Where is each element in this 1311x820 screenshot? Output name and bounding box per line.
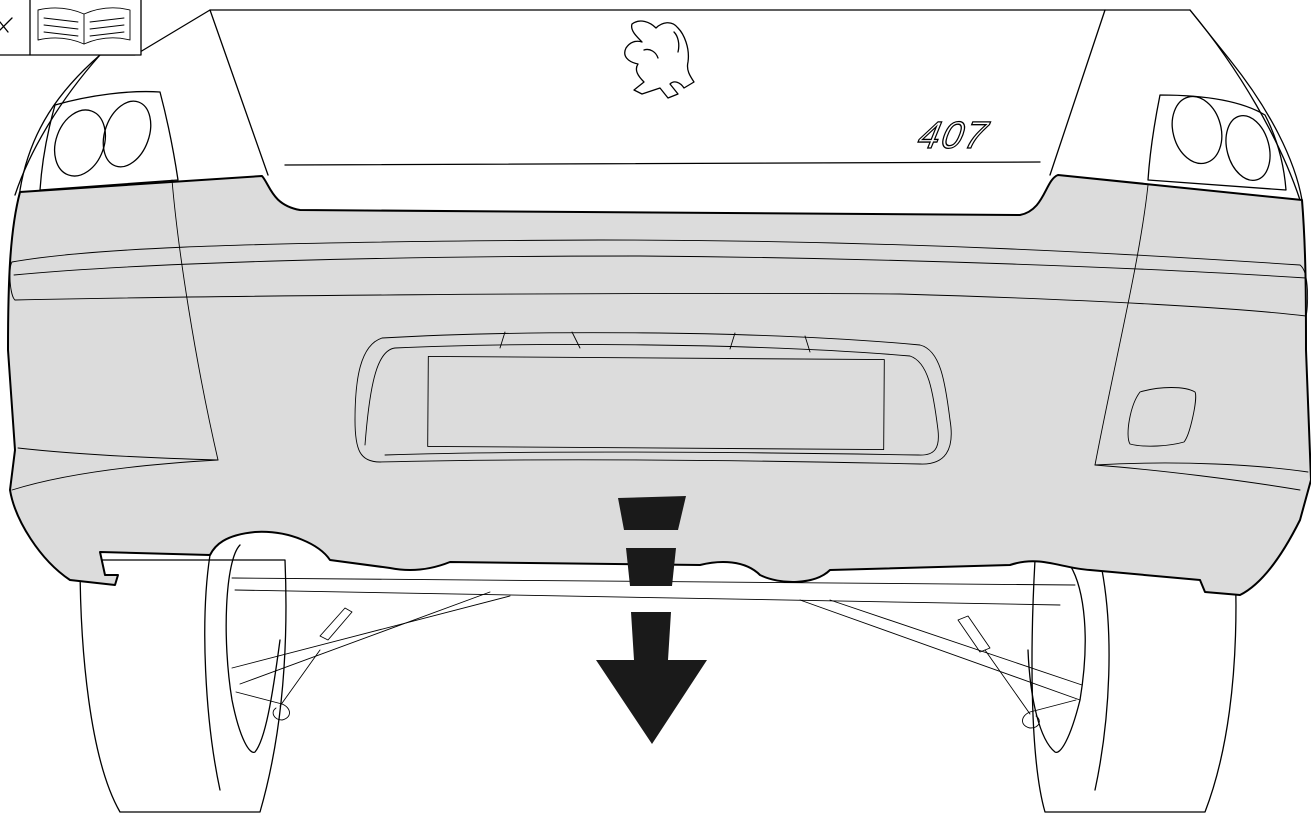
tow-hook-cover [1127, 387, 1197, 447]
lion-emblem-icon [624, 20, 695, 99]
model-badge-label: 407 [915, 114, 993, 157]
rear-bumper [7, 174, 1311, 596]
open-book-icon [0, 0, 142, 56]
license-plate [427, 355, 885, 451]
model-badge: 407 [914, 114, 994, 158]
left-tail-light [39, 90, 179, 191]
right-wheel [1027, 559, 1237, 813]
left-wheel [79, 544, 287, 813]
right-tail-light [1147, 94, 1287, 191]
car-body [14, 9, 1303, 261]
down-arrow-icon [596, 496, 707, 744]
